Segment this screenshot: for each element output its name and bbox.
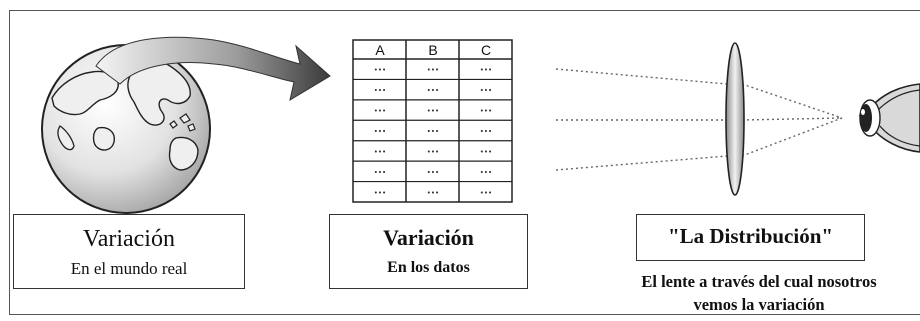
table-header-c: C [481,42,491,58]
distribution-label-box: "La Distribución" [636,214,865,261]
table-cell: ••• [480,189,492,197]
table-cell: ••• [427,168,439,176]
table-cell: ••• [427,189,439,197]
table-cell: ••• [427,66,439,74]
distribution-caption-line-1: El lente a través del cual nosotros [641,272,877,291]
table-cell: ••• [374,66,386,74]
data-table: ••• ••• ••• ••• ••• ••• ••• ••• ••• ••• ••• ••• ••• •… [352,39,513,203]
table-cell: ••• [427,148,439,156]
globe-icon [41,44,211,214]
table-cell: ••• [374,189,386,197]
distribution-caption: El lente a través del cual nosotros vemo… [598,270,920,316]
table-cell: ••• [480,66,492,74]
diagram-frame [9,10,920,315]
eye-icon [858,83,920,153]
table-cell: ••• [374,128,386,136]
table-cell: ••• [480,128,492,136]
light-rays [555,68,843,171]
table-cell: ••• [374,107,386,115]
table-cell: ••• [374,168,386,176]
table-cell: ••• [480,148,492,156]
table-header-b: B [428,42,437,58]
table-cell: ••• [427,107,439,115]
table-cell: ••• [374,148,386,156]
real-world-subtitle: En el mundo real [70,259,188,278]
table-cell: ••• [480,168,492,176]
table-cell: ••• [480,107,492,115]
distribution-title: "La Distribución" [667,224,834,248]
distribution-caption-line-2: vemos la variación [693,295,825,314]
arrow-icon [95,36,331,102]
table-cell: ••• [480,87,492,95]
data-label-box: Variación En los datos [329,214,528,289]
real-world-title: Variación [83,226,175,252]
real-world-label-box: Variación En el mundo real [13,214,245,289]
table-cell: ••• [374,87,386,95]
data-title: Variación [383,225,474,250]
table-header-a: A [375,42,385,58]
table-cell: ••• [427,128,439,136]
data-subtitle: En los datos [387,259,470,276]
lens-icon [725,42,745,196]
table-cell: ••• [427,87,439,95]
